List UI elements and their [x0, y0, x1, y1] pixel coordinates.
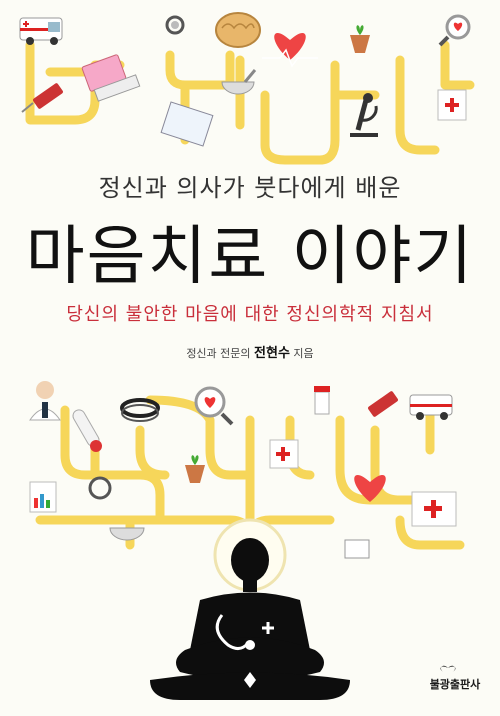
- brain-icon: [215, 12, 261, 48]
- publisher-name: 불광출판사: [429, 678, 481, 691]
- clipboard-icon: [160, 101, 214, 147]
- subtitle: 정신과 의사가 붓다에게 배운: [98, 174, 402, 202]
- medicine-bottle-icon: [314, 386, 330, 415]
- doctor-icon: [29, 381, 61, 421]
- heart-monitor-icon: [262, 32, 318, 68]
- plant-pot-icon: [350, 25, 370, 53]
- plant-pot-icon-2: [185, 455, 205, 483]
- laptop-icon: [81, 54, 141, 102]
- thermometer-icon: [72, 409, 102, 452]
- mortar-pestle-icon-2: [109, 527, 145, 541]
- bottom-icons: [29, 381, 457, 559]
- report-icon: [344, 539, 370, 559]
- heart-monitor-icon-2: [354, 474, 386, 502]
- syringe-icon-2: [368, 391, 398, 417]
- author-line: 정신과 전문의 전현수 지음: [0, 342, 500, 361]
- mortar-pestle-icon: [221, 69, 257, 95]
- first-aid-box-icon-2: [411, 491, 457, 527]
- magnifier-heart-icon: [438, 14, 471, 47]
- coiled-tube-icon: [120, 398, 160, 422]
- top-icons: [19, 12, 471, 147]
- author-name: 전현수: [254, 346, 290, 361]
- magnifier-heart-icon-2: [194, 386, 234, 426]
- first-aid-box-icon: [437, 89, 467, 121]
- author-suffix: 지음: [293, 347, 314, 360]
- publisher-logo: [440, 665, 456, 672]
- book-title: 마음치료 이야기: [25, 220, 475, 294]
- meditating-figure: [150, 518, 350, 700]
- stethoscope-icon: [165, 15, 185, 35]
- bar-chart-icon: [29, 481, 57, 513]
- medical-kit-icon: [269, 439, 299, 469]
- stethoscope-icon-2: [88, 476, 112, 500]
- ambulance-icon-2: [409, 394, 453, 420]
- tagline: 당신의 불안한 마음에 대한 정신의학적 지침서: [66, 304, 434, 325]
- syringe-icon: [21, 83, 63, 113]
- microscope-icon: [350, 93, 378, 137]
- ambulance-icon: [19, 17, 63, 45]
- author-role: 정신과 전문의: [186, 347, 251, 360]
